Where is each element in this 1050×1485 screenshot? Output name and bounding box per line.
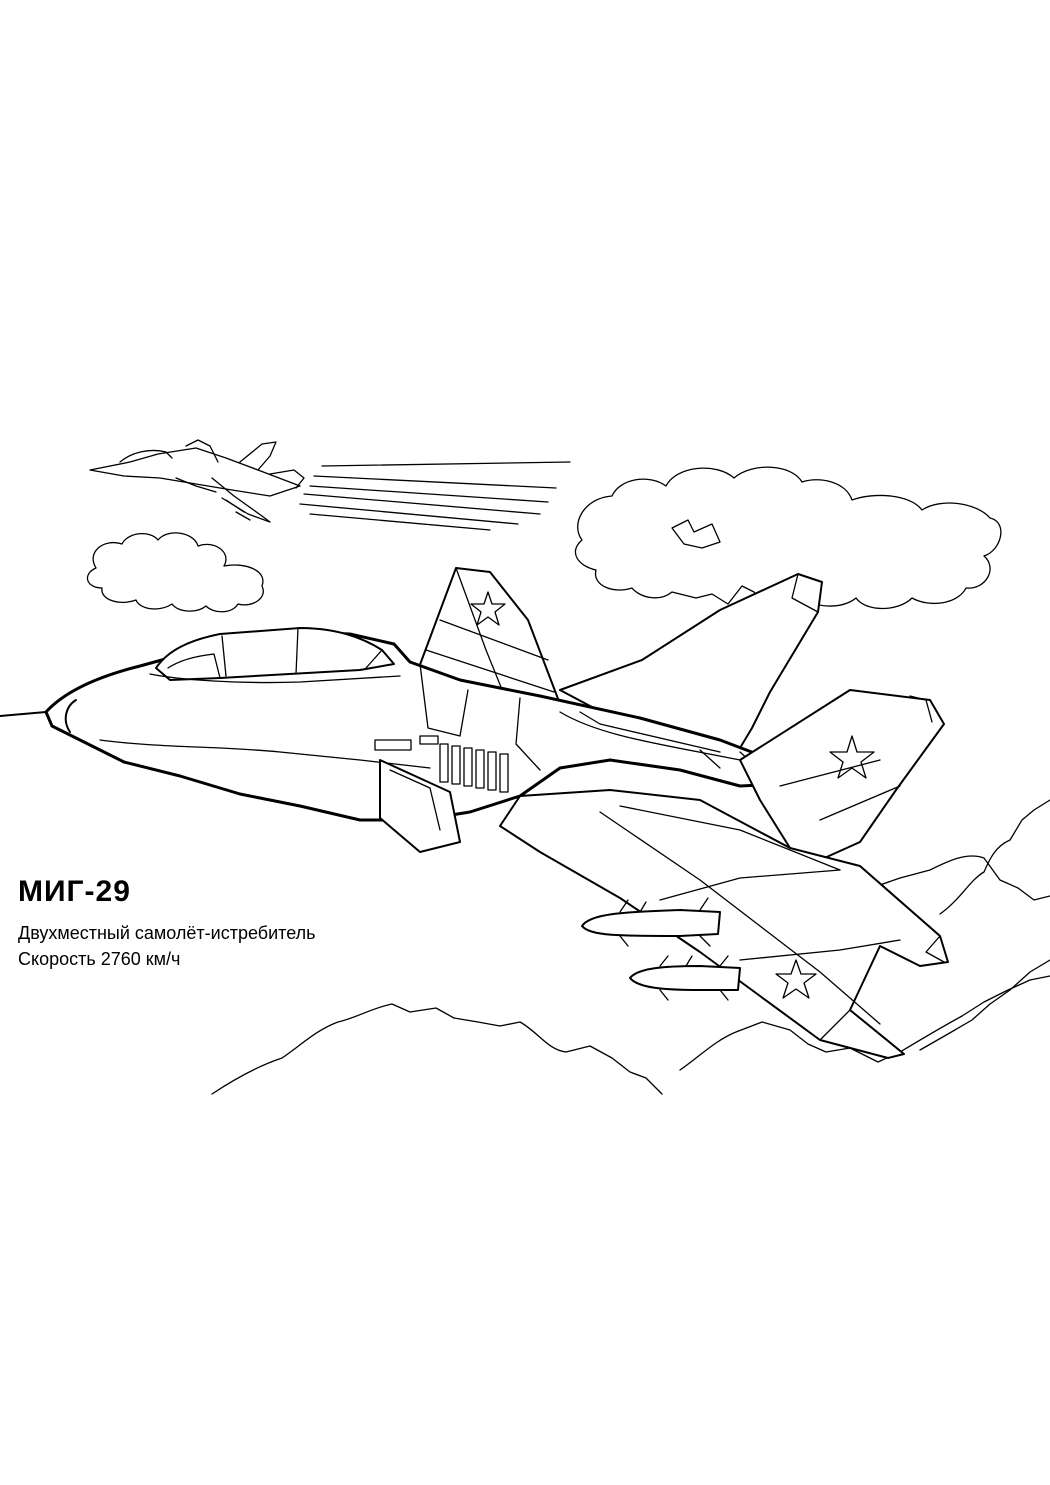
main-jet (46, 568, 948, 1058)
pitot-probe (0, 712, 46, 716)
cloud-right (575, 467, 1000, 608)
cloud-left (87, 533, 263, 612)
cloud-right-hole (672, 520, 720, 548)
aircraft-title: МИГ-29 (18, 875, 131, 908)
aircraft-speed: Скорость 2760 км/ч (18, 949, 181, 969)
mountains-mid (780, 856, 1050, 920)
aircraft-description: Двухместный самолёт-истребитель (18, 923, 316, 943)
missile-upper (582, 898, 720, 946)
mountains-ridge-right (920, 960, 1050, 1050)
speed-lines (300, 462, 570, 530)
star-icon (471, 592, 505, 625)
star-icon (776, 960, 816, 998)
caption-block: МИГ-29 Двухместный самолёт-истребитель С… (18, 874, 316, 972)
mountains-front (212, 1004, 662, 1094)
mountains-front-2 (680, 976, 1050, 1070)
distant-jet (90, 440, 304, 522)
missile-lower (630, 956, 740, 1000)
mountains-back (940, 800, 1050, 914)
star-icon (830, 736, 874, 778)
